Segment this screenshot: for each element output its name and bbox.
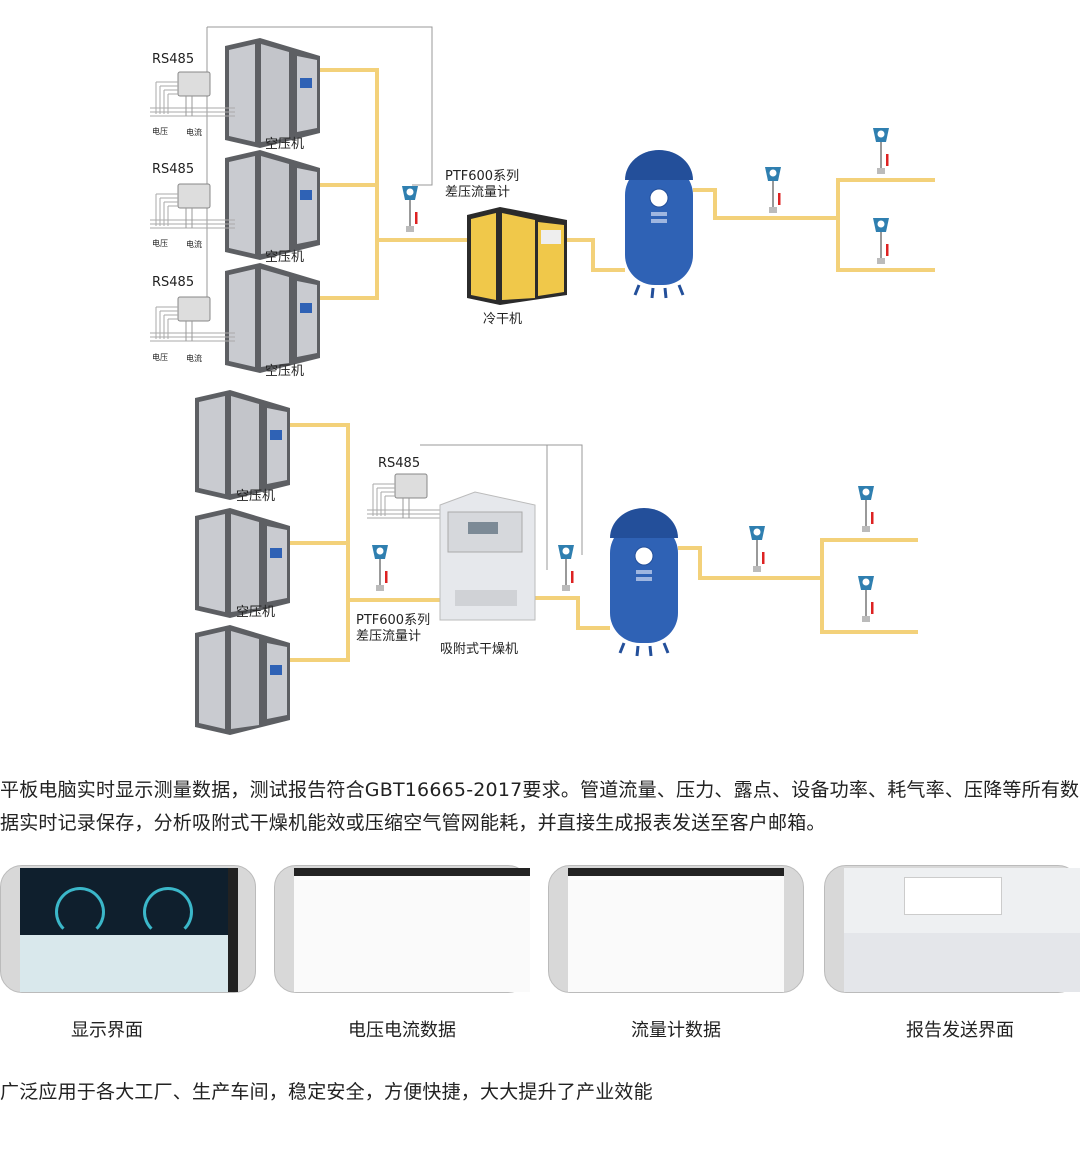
flow-meter <box>873 218 889 264</box>
compressor-label: 空压机 <box>265 137 304 152</box>
tablet-flowmeter-screen <box>548 865 804 993</box>
flow-meter <box>858 486 874 532</box>
dryer-label: 吸附式干燥机 <box>440 642 518 657</box>
air-tank <box>623 148 695 300</box>
flow-meter <box>873 128 889 174</box>
voltage-label: 电压 <box>152 238 168 248</box>
current-label: 电流 <box>186 127 202 137</box>
caption: 电压电流数据 <box>348 1020 456 1041</box>
refrigerated-dryer <box>467 207 567 305</box>
flowmeter-label: 差压流量计 <box>445 185 510 200</box>
current-label: 电流 <box>186 239 202 249</box>
flowmeter-label: PTF600系列 <box>445 169 519 184</box>
rs485-label: RS485 <box>152 275 194 290</box>
current-label: 电流 <box>186 353 202 363</box>
tablet-report-send-screen <box>824 865 1080 993</box>
rs485-label: RS485 <box>378 456 420 471</box>
compressor-label: 空压机 <box>265 364 304 379</box>
flow-meter <box>558 545 574 591</box>
flow-meter <box>858 576 874 622</box>
flow-meter <box>402 186 418 232</box>
voltage-label: 电压 <box>152 352 168 362</box>
rs485-label: RS485 <box>152 52 194 67</box>
air-tank <box>608 506 680 658</box>
compressor <box>195 625 290 735</box>
caption: 流量计数据 <box>631 1020 721 1041</box>
compressor <box>225 150 320 260</box>
compressor <box>225 263 320 373</box>
caption: 报告发送界面 <box>906 1020 1014 1041</box>
flowmeter-label: 差压流量计 <box>356 629 421 644</box>
dryer-label: 冷干机 <box>483 312 522 327</box>
compressor <box>195 390 290 500</box>
flow-meter <box>372 545 388 591</box>
pipe-network-top <box>320 68 935 300</box>
rs485-module <box>366 473 453 519</box>
adsorption-dryer <box>439 491 536 621</box>
flow-meter <box>765 167 781 213</box>
rs485-module <box>149 71 236 117</box>
system-diagram: RS485 RS485 RS485 电压 电流 电压 电流 电压 电流 空压机 … <box>149 26 935 735</box>
description: 平板电脑实时显示测量数据，测试报告符合GBT16665-2017要求。管道流量、… <box>0 779 1080 834</box>
compressor-label: 空压机 <box>265 250 304 265</box>
tablet-display-screen <box>0 865 256 993</box>
compressor-label: 空压机 <box>236 605 275 620</box>
footer-text: 广泛应用于各大工厂、生产车间，稳定安全，方便快捷，大大提升了产业效能 <box>0 1081 653 1103</box>
rs485-module <box>149 296 236 342</box>
tablet-voltage-current-screen <box>274 865 530 993</box>
caption: 显示界面 <box>71 1020 143 1041</box>
rs485-module <box>149 183 236 229</box>
voltage-label: 电压 <box>152 126 168 136</box>
pipe-network-bottom <box>290 423 918 662</box>
flow-meter <box>749 526 765 572</box>
rs485-label: RS485 <box>152 162 194 177</box>
compressor <box>195 508 290 618</box>
signal-wire <box>420 444 583 570</box>
flowmeter-label: PTF600系列 <box>356 613 430 628</box>
compressor-label: 空压机 <box>236 489 275 504</box>
compressor <box>225 38 320 148</box>
